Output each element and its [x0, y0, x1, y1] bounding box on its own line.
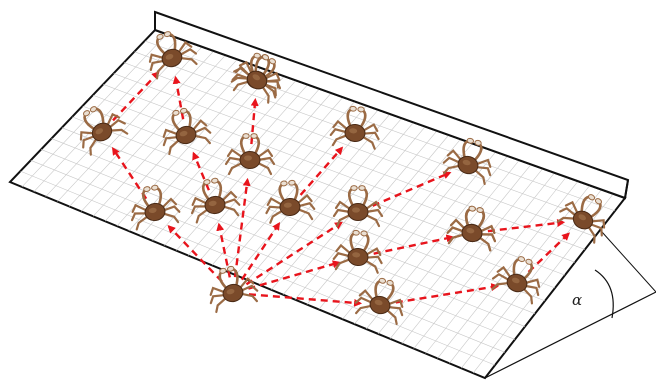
crab-pincer	[353, 230, 360, 235]
crab-pincer	[243, 134, 249, 139]
crab-pincer	[251, 134, 257, 139]
crab-pincer	[359, 186, 365, 191]
crab-pincer	[477, 207, 484, 213]
crab-shine	[352, 207, 360, 212]
crab-pincer	[288, 180, 295, 185]
crab-leg	[242, 290, 257, 304]
crab-pincer	[469, 206, 476, 212]
crab-pincer	[361, 231, 368, 236]
angle-arc	[595, 270, 613, 318]
crab-pincer	[281, 181, 288, 186]
angle-label: α	[572, 291, 582, 309]
crab-pincer	[143, 186, 150, 192]
crab-pincer	[358, 107, 365, 112]
crab-pincer	[151, 185, 158, 191]
crab-pincer	[203, 179, 210, 185]
crab-leg	[209, 285, 224, 295]
crab-pincer	[211, 178, 218, 184]
crab-pincer	[351, 186, 357, 191]
crab-pincer	[350, 106, 357, 111]
crab-shine	[244, 155, 252, 160]
